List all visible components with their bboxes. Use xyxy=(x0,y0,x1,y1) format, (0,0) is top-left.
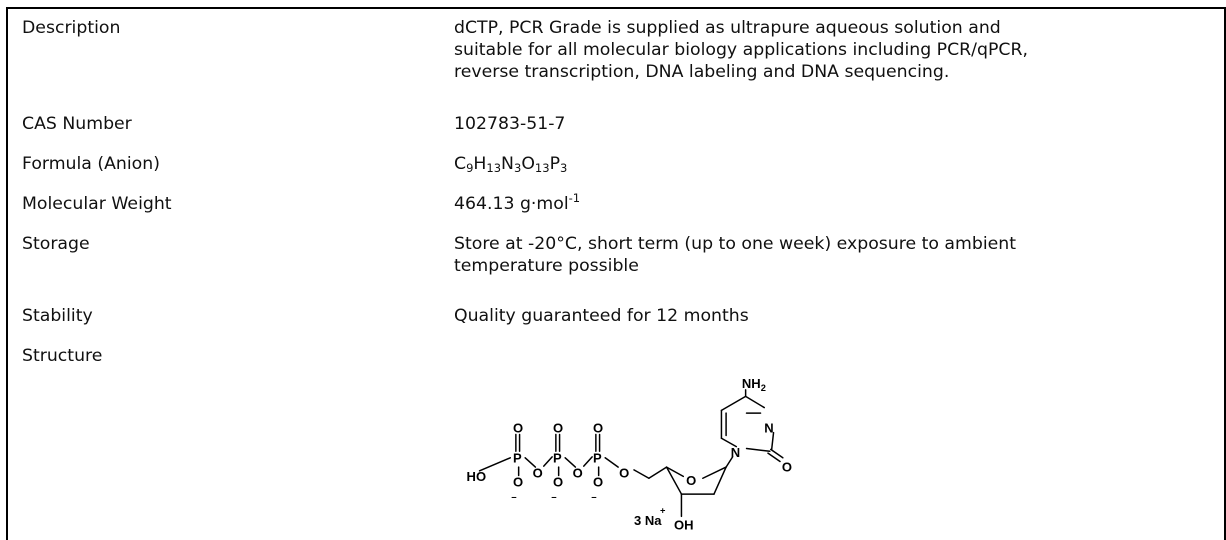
molecular-weight-number: 464.13 g·mol xyxy=(454,194,569,214)
atom-nh2: NH2 xyxy=(742,376,766,393)
value-cas-number: 102783-51-7 xyxy=(454,114,566,134)
counterion: 3 Na xyxy=(634,513,662,528)
atom-phosphorus: P xyxy=(553,450,562,465)
formula-subscript: 3 xyxy=(559,161,568,175)
value-storage: Store at -20°C, short term (up to one we… xyxy=(454,233,1214,277)
atom-phosphorus: P xyxy=(593,450,602,465)
atom-labels: HO O P O − O O P O − O O P O − O O xyxy=(467,376,792,532)
atom-o-ring: O xyxy=(686,473,696,488)
storage-line: Store at -20°C, short term (up to one we… xyxy=(454,234,1016,254)
label-description: Description xyxy=(22,18,121,38)
label-molecular-weight: Molecular Weight xyxy=(22,194,172,214)
atom-o-double: O xyxy=(513,421,523,436)
atom-o-negative: O xyxy=(593,475,603,490)
atom-o-bridge: O xyxy=(533,465,543,480)
value-molecular-weight: 464.13 g·mol-1 xyxy=(454,191,1214,215)
value-description: dCTP, PCR Grade is supplied as ultrapure… xyxy=(454,17,1214,83)
atom-o-negative: O xyxy=(513,475,523,490)
atom-n-ring-top: N xyxy=(764,421,773,436)
description-line: suitable for all molecular biology appli… xyxy=(454,40,1028,60)
label-structure: Structure xyxy=(22,346,103,366)
label-cas-number: CAS Number xyxy=(22,114,132,134)
charge-plus: + xyxy=(660,506,666,516)
atom-o-bridge: O xyxy=(573,465,583,480)
atom-n-ring-bottom: N xyxy=(731,445,740,460)
dctp-structure-svg: HO O P O − O O P O − O O P O − O O xyxy=(467,376,792,532)
value-formula: C9H13N3O13P3 xyxy=(454,153,1214,175)
formula-element: P xyxy=(549,154,560,174)
storage-line: temperature possible xyxy=(454,256,639,276)
formula-element: C xyxy=(454,154,467,174)
formula-element: N xyxy=(501,154,514,174)
formula-subscript: 9 xyxy=(466,161,474,175)
bonds xyxy=(478,389,784,518)
atom-o-double: O xyxy=(553,421,563,436)
formula-subscript: 13 xyxy=(486,161,502,175)
atom-o-carbonyl: O xyxy=(782,460,792,475)
label-storage: Storage xyxy=(22,234,90,254)
structure-diagram: HO O P O − O O P O − O O P O − O O xyxy=(454,375,814,535)
formula-element: O xyxy=(521,154,535,174)
formula-element: H xyxy=(473,154,487,174)
charge-minus: − xyxy=(511,493,517,503)
formula-subscript: 13 xyxy=(534,161,550,175)
charge-minus: − xyxy=(591,493,597,503)
atom-o-double: O xyxy=(593,421,603,436)
atom-o-bridge: O xyxy=(619,465,629,480)
atom-ho: HO xyxy=(467,469,487,484)
description-line: dCTP, PCR Grade is supplied as ultrapure… xyxy=(454,18,1001,38)
atom-o-negative: O xyxy=(553,475,563,490)
description-line: reverse transcription, DNA labeling and … xyxy=(454,62,950,82)
label-stability: Stability xyxy=(22,306,93,326)
value-stability: Quality guaranteed for 12 months xyxy=(454,306,749,326)
product-spec-table: Description dCTP, PCR Grade is supplied … xyxy=(6,7,1226,540)
label-formula: Formula (Anion) xyxy=(22,154,160,174)
molecular-weight-exponent: -1 xyxy=(568,191,581,205)
charge-minus: − xyxy=(551,493,557,503)
atom-oh: OH xyxy=(674,517,694,532)
formula-subscript: 3 xyxy=(513,161,522,175)
atom-phosphorus: P xyxy=(513,450,522,465)
